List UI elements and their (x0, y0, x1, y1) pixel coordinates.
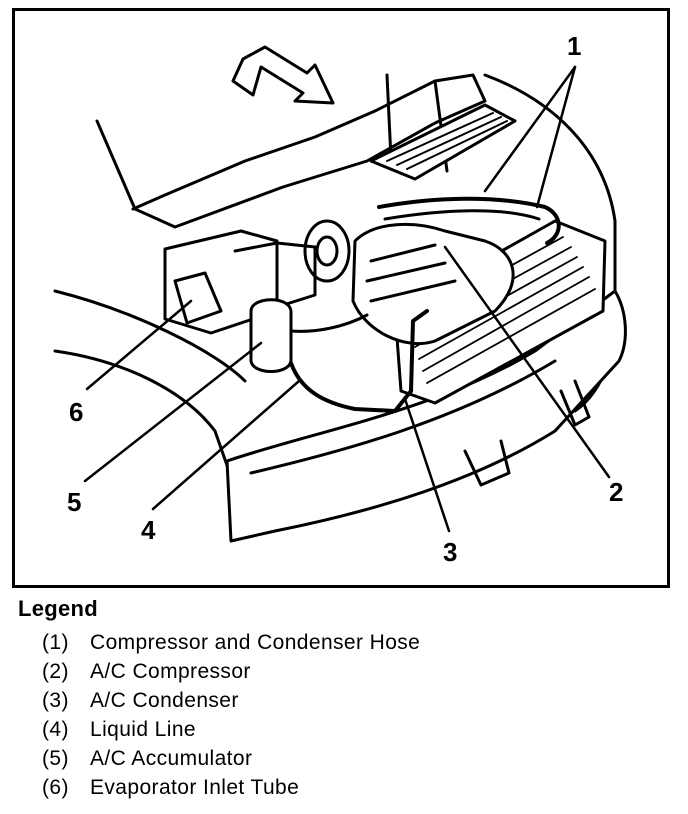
legend-list: (1) Compressor and Condenser Hose (2) A/C … (18, 628, 678, 802)
legend-item: (6) Evaporator Inlet Tube (42, 773, 678, 802)
legend-item: (3) A/C Condenser (42, 686, 678, 715)
legend-item: (2) A/C Compressor (42, 657, 678, 686)
legend-item: (5) A/C Accumulator (42, 744, 678, 773)
legend-title: Legend (18, 596, 99, 621)
callout-3: 3 (443, 537, 457, 567)
accumulator (249, 298, 293, 373)
legend-item-text: A/C Compressor (90, 660, 251, 683)
legend-item: (1) Compressor and Condenser Hose (42, 628, 678, 657)
legend-item-text: Liquid Line (90, 718, 196, 741)
leader-6 (85, 299, 193, 391)
leader-4 (151, 379, 301, 511)
condenser-line (409, 309, 429, 393)
direction-arrow (231, 45, 335, 105)
compressor-condenser-hose (377, 196, 561, 245)
callout-5: 5 (67, 487, 81, 517)
leader-3 (403, 397, 451, 533)
legend-item-number: (4) (42, 718, 69, 741)
legend-item-text: A/C Condenser (90, 689, 239, 712)
legend-item-text: Compressor and Condenser Hose (90, 631, 421, 654)
callout-2: 2 (609, 477, 623, 507)
engine-bay-illustration: 1 2 3 4 5 6 (53, 31, 627, 567)
callout-4: 4 (141, 515, 156, 545)
callout-6: 6 (69, 397, 83, 427)
cowl-vent (369, 103, 517, 181)
leader-1b (535, 65, 577, 209)
legend-item-number: (2) (42, 660, 69, 683)
legend-item-text: Evaporator Inlet Tube (90, 776, 300, 799)
leader-5 (83, 341, 263, 483)
legend: Legend (1) Compressor and Condenser Hose … (18, 596, 678, 802)
hood (95, 73, 487, 229)
legend-item-text: A/C Accumulator (90, 747, 253, 770)
liquid-line (289, 361, 413, 413)
diagram-figure: 1 2 3 4 5 6 (12, 8, 670, 588)
leader-2 (443, 245, 611, 479)
legend-item: (4) Liquid Line (42, 715, 678, 744)
legend-item-number: (1) (42, 631, 69, 654)
front-bumper (225, 289, 627, 543)
callout-1: 1 (567, 31, 581, 61)
legend-item-number: (3) (42, 689, 69, 712)
legend-item-number: (5) (42, 747, 69, 770)
leader-1a (483, 65, 577, 193)
legend-item-number: (6) (42, 776, 69, 799)
